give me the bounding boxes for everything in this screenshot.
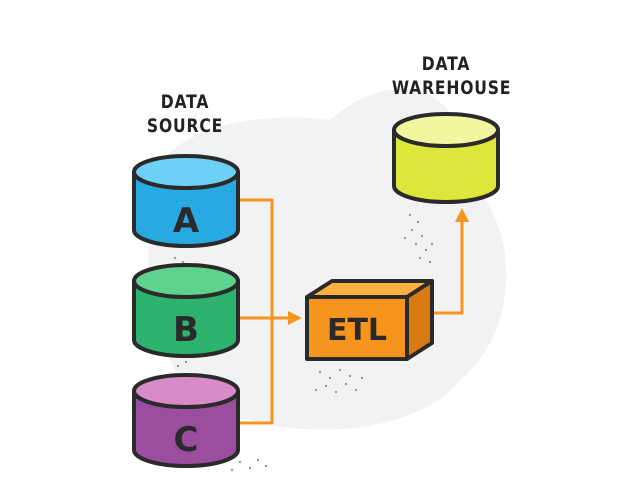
connectors <box>238 198 464 425</box>
connector-c <box>238 318 274 425</box>
source-a-cylinder <box>132 154 240 248</box>
arrowhead-warehouse <box>455 208 469 222</box>
arrowhead-etl <box>288 311 302 325</box>
data-source-label-line2: SOURCE <box>146 115 224 137</box>
source-c-cylinder <box>132 373 240 468</box>
data-source-label: DATA SOURCE <box>140 90 230 138</box>
etl-label: ETL <box>327 313 387 348</box>
data-warehouse-label-line2: WAREHOUSE <box>391 77 512 99</box>
connector-warehouse <box>432 220 464 315</box>
source-c-letter: C <box>174 420 199 460</box>
connector-a <box>238 198 274 318</box>
data-warehouse-label-line1: DATA <box>421 53 471 75</box>
source-b-cylinder <box>132 263 240 358</box>
source-a-letter: A <box>173 201 200 241</box>
source-b-letter: B <box>173 310 199 350</box>
etl-box <box>305 279 434 361</box>
warehouse-cylinder <box>392 112 500 204</box>
data-source-label-line1: DATA <box>160 91 210 113</box>
data-warehouse-label: DATA WAREHOUSE <box>391 52 512 100</box>
decorative-dots <box>173 213 434 472</box>
